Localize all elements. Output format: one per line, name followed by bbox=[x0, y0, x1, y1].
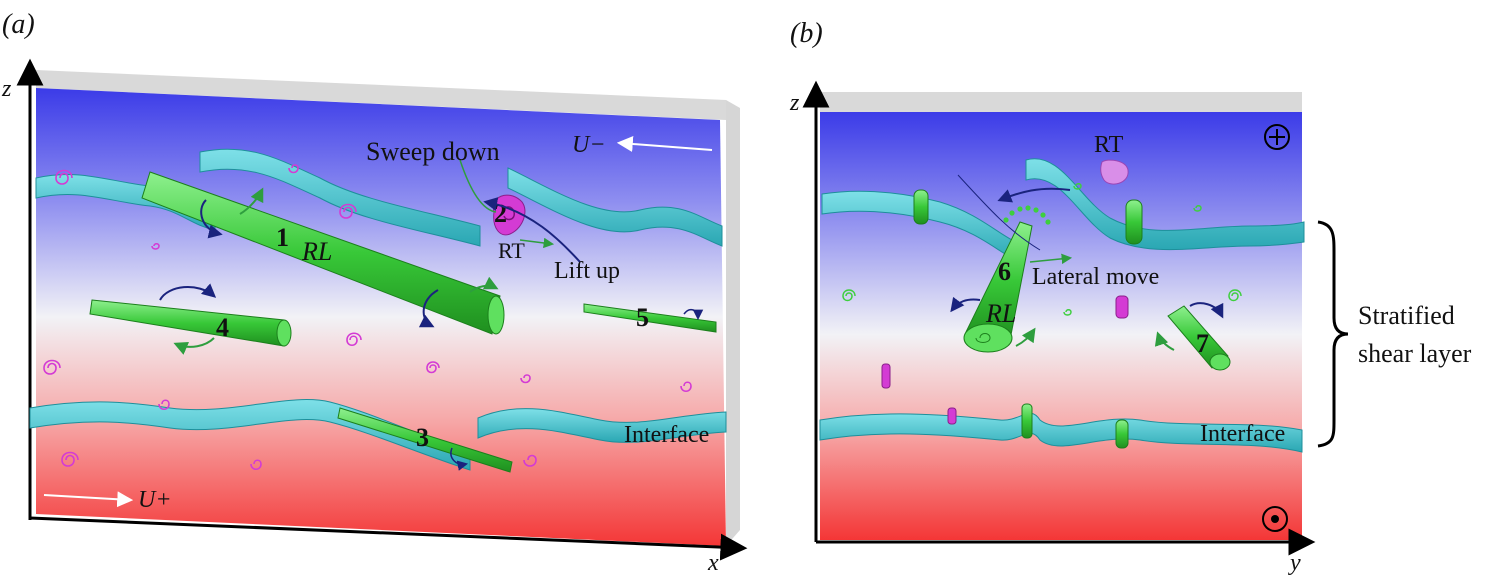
panel-b: (b) z y bbox=[789, 18, 1316, 576]
vortex-5-id: 5 bbox=[636, 303, 649, 332]
vortex-4-tube bbox=[89, 299, 292, 347]
small-rl-spirals-b bbox=[842, 183, 1242, 316]
rotation-arrow-6b bbox=[1015, 327, 1036, 347]
upper-interface-ribbon-mid bbox=[199, 148, 481, 247]
out-of-page-plus-icon bbox=[1264, 124, 1290, 150]
lift-up-arrow bbox=[483, 197, 581, 263]
rotation-arrow-4b bbox=[173, 337, 215, 355]
flow-label-top: U− bbox=[572, 132, 606, 158]
z-axis-label-a: z bbox=[1, 76, 12, 102]
interface-label-b: Interface bbox=[1200, 421, 1285, 447]
rotation-arrow-6a bbox=[950, 296, 981, 313]
lateral-move-label: Lateral move bbox=[1032, 264, 1159, 290]
rt-label-b: RT bbox=[1094, 132, 1124, 158]
lateral-move-arrow bbox=[1029, 253, 1073, 265]
flow-label-bottom: U+ bbox=[138, 487, 172, 513]
vortex-2-rt-label: RT bbox=[498, 238, 525, 263]
into-page-dot-icon bbox=[1262, 506, 1288, 532]
rotation-arrow-1d bbox=[469, 276, 499, 293]
sweep-down-label: Sweep down bbox=[366, 137, 500, 166]
x-axis-a bbox=[29, 516, 748, 561]
rotation-arrow-1a bbox=[200, 199, 223, 239]
vortex-4-id: 4 bbox=[216, 313, 229, 342]
vortex-2-green-arrow bbox=[519, 237, 555, 249]
vortex-1-id: 1 bbox=[276, 223, 289, 252]
panel-b-tag: (b) bbox=[790, 18, 823, 49]
box-b-top-face bbox=[820, 92, 1302, 112]
small-green-tubes-b bbox=[913, 189, 1143, 449]
rotation-arrow-7a bbox=[1189, 302, 1224, 319]
panel-a: (a) z x U− U+ 1 RL bbox=[1, 9, 748, 576]
flow-arrow-top bbox=[616, 135, 713, 152]
vortex-6-navy-arrow bbox=[997, 187, 1071, 203]
small-rt-spirals-a bbox=[43, 164, 692, 471]
box-side-face bbox=[726, 100, 740, 546]
lift-up-label: Lift up bbox=[554, 258, 620, 284]
box-top-face bbox=[36, 70, 726, 120]
z-axis-label-b: z bbox=[789, 90, 800, 116]
vortex-5-tube bbox=[583, 303, 717, 333]
vortex-3-tube bbox=[337, 407, 513, 473]
vortex-6-trajectory bbox=[957, 174, 1041, 251]
shear-layer-brace bbox=[1317, 220, 1349, 448]
sweep-down-line bbox=[459, 159, 497, 213]
interface-label-a: Interface bbox=[624, 422, 709, 448]
stratified-label-line2: shear layer bbox=[1358, 339, 1472, 368]
rotation-arrow-7b bbox=[1154, 331, 1175, 351]
upper-interface-ribbon-b-right bbox=[1025, 158, 1305, 251]
lower-interface-ribbon-b bbox=[819, 412, 1303, 453]
rotation-arrow-5 bbox=[683, 308, 704, 321]
rotation-arrow-4a bbox=[159, 283, 217, 301]
upper-interface-ribbon-right bbox=[507, 167, 723, 247]
rotation-arrow-3 bbox=[450, 447, 469, 471]
stratified-label-line1: Stratified bbox=[1358, 301, 1455, 330]
vortex-3-id: 3 bbox=[416, 423, 429, 452]
vortex-6-cone bbox=[963, 221, 1033, 353]
rotation-arrow-1b bbox=[239, 187, 264, 215]
lower-interface-ribbon-right bbox=[477, 408, 727, 443]
vortex-1-tube bbox=[141, 171, 505, 335]
vortex-6-rl-label: RL bbox=[985, 299, 1016, 328]
flow-arrow-bottom bbox=[43, 491, 134, 508]
vortex-6-id: 6 bbox=[998, 257, 1011, 286]
vortex-7-id: 7 bbox=[1196, 329, 1209, 358]
panel-a-tag: (a) bbox=[2, 9, 35, 40]
y-axis-label-b: y bbox=[1288, 550, 1301, 576]
rt-structures-b bbox=[881, 159, 1129, 425]
vortex-1-rl-label: RL bbox=[301, 237, 332, 266]
rotation-arrow-1c bbox=[418, 289, 439, 328]
vortex-6-tip-arc bbox=[1003, 205, 1051, 225]
vortex-7-tube bbox=[1167, 305, 1231, 371]
x-axis-label-a: x bbox=[707, 550, 719, 576]
